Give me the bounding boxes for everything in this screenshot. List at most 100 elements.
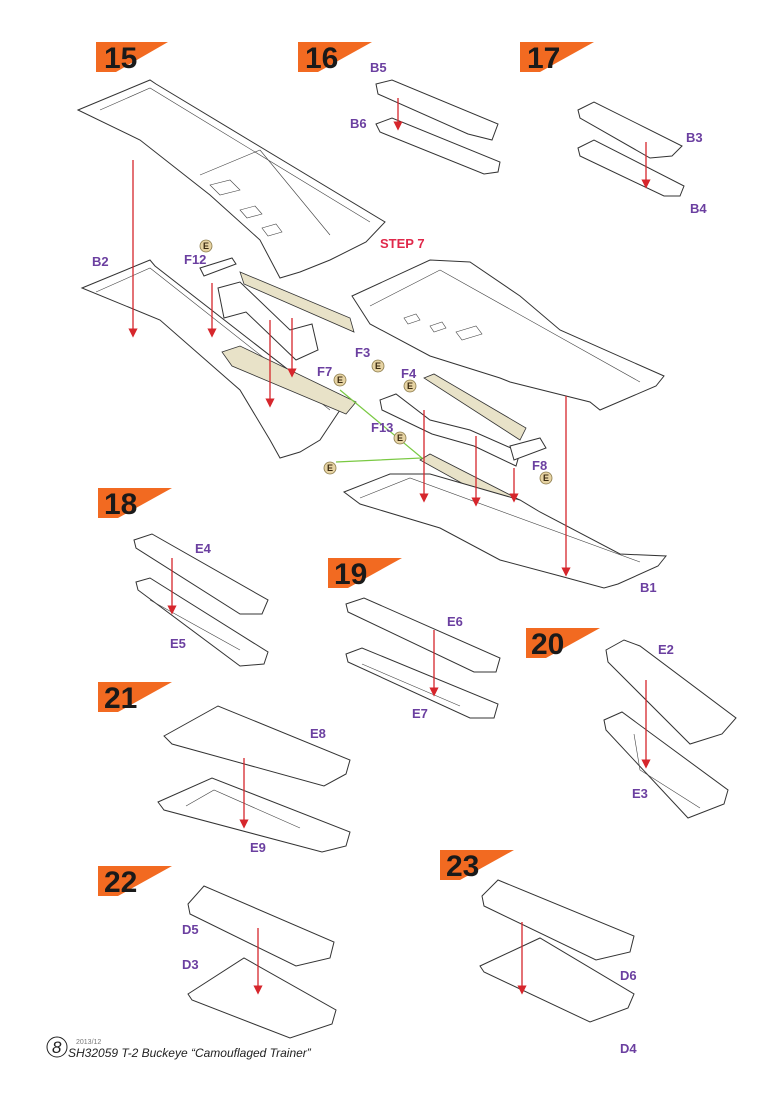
step-flag	[328, 558, 402, 588]
step-flag	[98, 866, 172, 896]
step-20-drawing: E2 E3	[603, 639, 737, 819]
step-banner-17: 17	[520, 42, 594, 75]
left-wing-lower-B2	[80, 259, 341, 459]
part-label-E8: E8	[310, 726, 326, 741]
etch-badge: E	[403, 379, 417, 393]
svg-text:E: E	[337, 375, 343, 385]
step-number: 23	[446, 850, 479, 883]
part-D6	[481, 879, 635, 961]
part-E6	[345, 597, 501, 673]
flap-box	[217, 281, 319, 361]
part-E7	[345, 647, 499, 719]
step-number: 16	[305, 42, 338, 75]
part-D5	[187, 885, 335, 967]
etched-flap-strip-right	[423, 373, 527, 441]
part-label-E9: E9	[250, 840, 266, 855]
part-E5	[135, 577, 269, 667]
step-17-drawing: B3 B4	[577, 101, 707, 216]
step-banner-20: 20	[526, 628, 600, 661]
part-B4	[577, 139, 685, 197]
step-19-drawing: E6 E7	[345, 597, 501, 721]
step-number: 15	[104, 42, 137, 75]
part-B5	[375, 79, 499, 141]
part-label-D6: D6	[620, 968, 637, 983]
etched-flap-strip	[239, 271, 355, 333]
part-label-E5: E5	[170, 636, 186, 651]
part-B3	[577, 101, 683, 159]
part-label-F3: F3	[355, 345, 370, 360]
step-15-drawing: B2 F12 F7 E E	[76, 79, 386, 459]
part-label-E3: E3	[632, 786, 648, 801]
page-number: 8	[52, 1038, 62, 1057]
step-banner-18: 18	[98, 488, 172, 521]
svg-text:E: E	[407, 381, 413, 391]
step-flag	[98, 488, 172, 518]
step-number: 21	[104, 682, 137, 715]
step-banner-15: 15	[96, 42, 168, 75]
left-wing-upper	[76, 79, 386, 279]
etch-badge: E	[539, 471, 553, 485]
part-label-E2: E2	[658, 642, 674, 657]
part-label-E7: E7	[412, 706, 428, 721]
step-7-label: STEP 7	[380, 236, 425, 251]
step-number: 18	[104, 488, 137, 521]
part-label-B4: B4	[690, 201, 707, 216]
step-flag	[526, 628, 600, 658]
step-banner-22: 22	[98, 866, 172, 899]
step-number: 19	[334, 558, 367, 591]
part-label-F13: F13	[371, 420, 393, 435]
flap-box-right	[379, 393, 521, 467]
step-22-drawing: D5 D3	[182, 885, 337, 1039]
step-flag	[520, 42, 594, 72]
part-E2	[605, 639, 737, 745]
step-banner-16: 16	[298, 42, 372, 75]
svg-text:E: E	[543, 473, 549, 483]
step-flag	[96, 42, 168, 72]
step-21-drawing: E8 E9	[157, 705, 351, 855]
right-wing-lower-B1	[342, 473, 668, 589]
part-B6	[375, 117, 501, 175]
svg-text:E: E	[375, 361, 381, 371]
part-D4	[479, 937, 635, 1023]
part-label-B2: B2	[92, 254, 109, 269]
part-label-D3: D3	[182, 957, 199, 972]
page-number-circle	[46, 1036, 68, 1058]
step-flag	[298, 42, 372, 72]
part-label-F7: F7	[317, 364, 332, 379]
part-label-E6: E6	[447, 614, 463, 629]
step-18-drawing: E4 E5	[133, 533, 269, 667]
part-label-D5: D5	[182, 922, 199, 937]
step-banner-21: 21	[98, 682, 172, 715]
flap-insert-F12	[199, 257, 237, 277]
etch-badge: E	[371, 359, 385, 373]
flap-well-F7	[221, 345, 357, 415]
part-label-E4: E4	[195, 541, 212, 556]
svg-text:E: E	[397, 433, 403, 443]
etch-badge: E	[199, 239, 213, 253]
step-number: 17	[527, 42, 560, 75]
part-label-B3: B3	[686, 130, 703, 145]
part-label-F8: F8	[532, 458, 547, 473]
svg-text:E: E	[203, 241, 209, 251]
step-banner-23: 23	[440, 850, 514, 883]
etch-badge: E	[333, 373, 347, 387]
part-label-F4: F4	[401, 366, 417, 381]
part-E4	[133, 533, 269, 615]
svg-text:E: E	[327, 463, 333, 473]
kit-title: SH32059 T-2 Buckeye “Camouflaged Trainer…	[68, 1046, 312, 1060]
step-flag	[98, 682, 172, 712]
part-E8	[163, 705, 351, 787]
print-date: 2013/12	[76, 1039, 101, 1046]
step-number: 22	[104, 866, 137, 899]
flap-insert-F8	[509, 437, 547, 461]
part-label-B1: B1	[640, 580, 657, 595]
etch-badge: E	[323, 461, 337, 475]
footer: 8 2013/12 SH32059 T-2 Buckeye “Camouflag…	[46, 1036, 312, 1060]
part-D3	[187, 957, 337, 1039]
step-23-drawing: D6 D4	[479, 879, 637, 1056]
part-label-F12: F12	[184, 252, 206, 267]
etch-guide-line	[335, 389, 424, 463]
step-number: 20	[531, 628, 564, 661]
step-16-drawing: B5 B6	[350, 60, 501, 175]
